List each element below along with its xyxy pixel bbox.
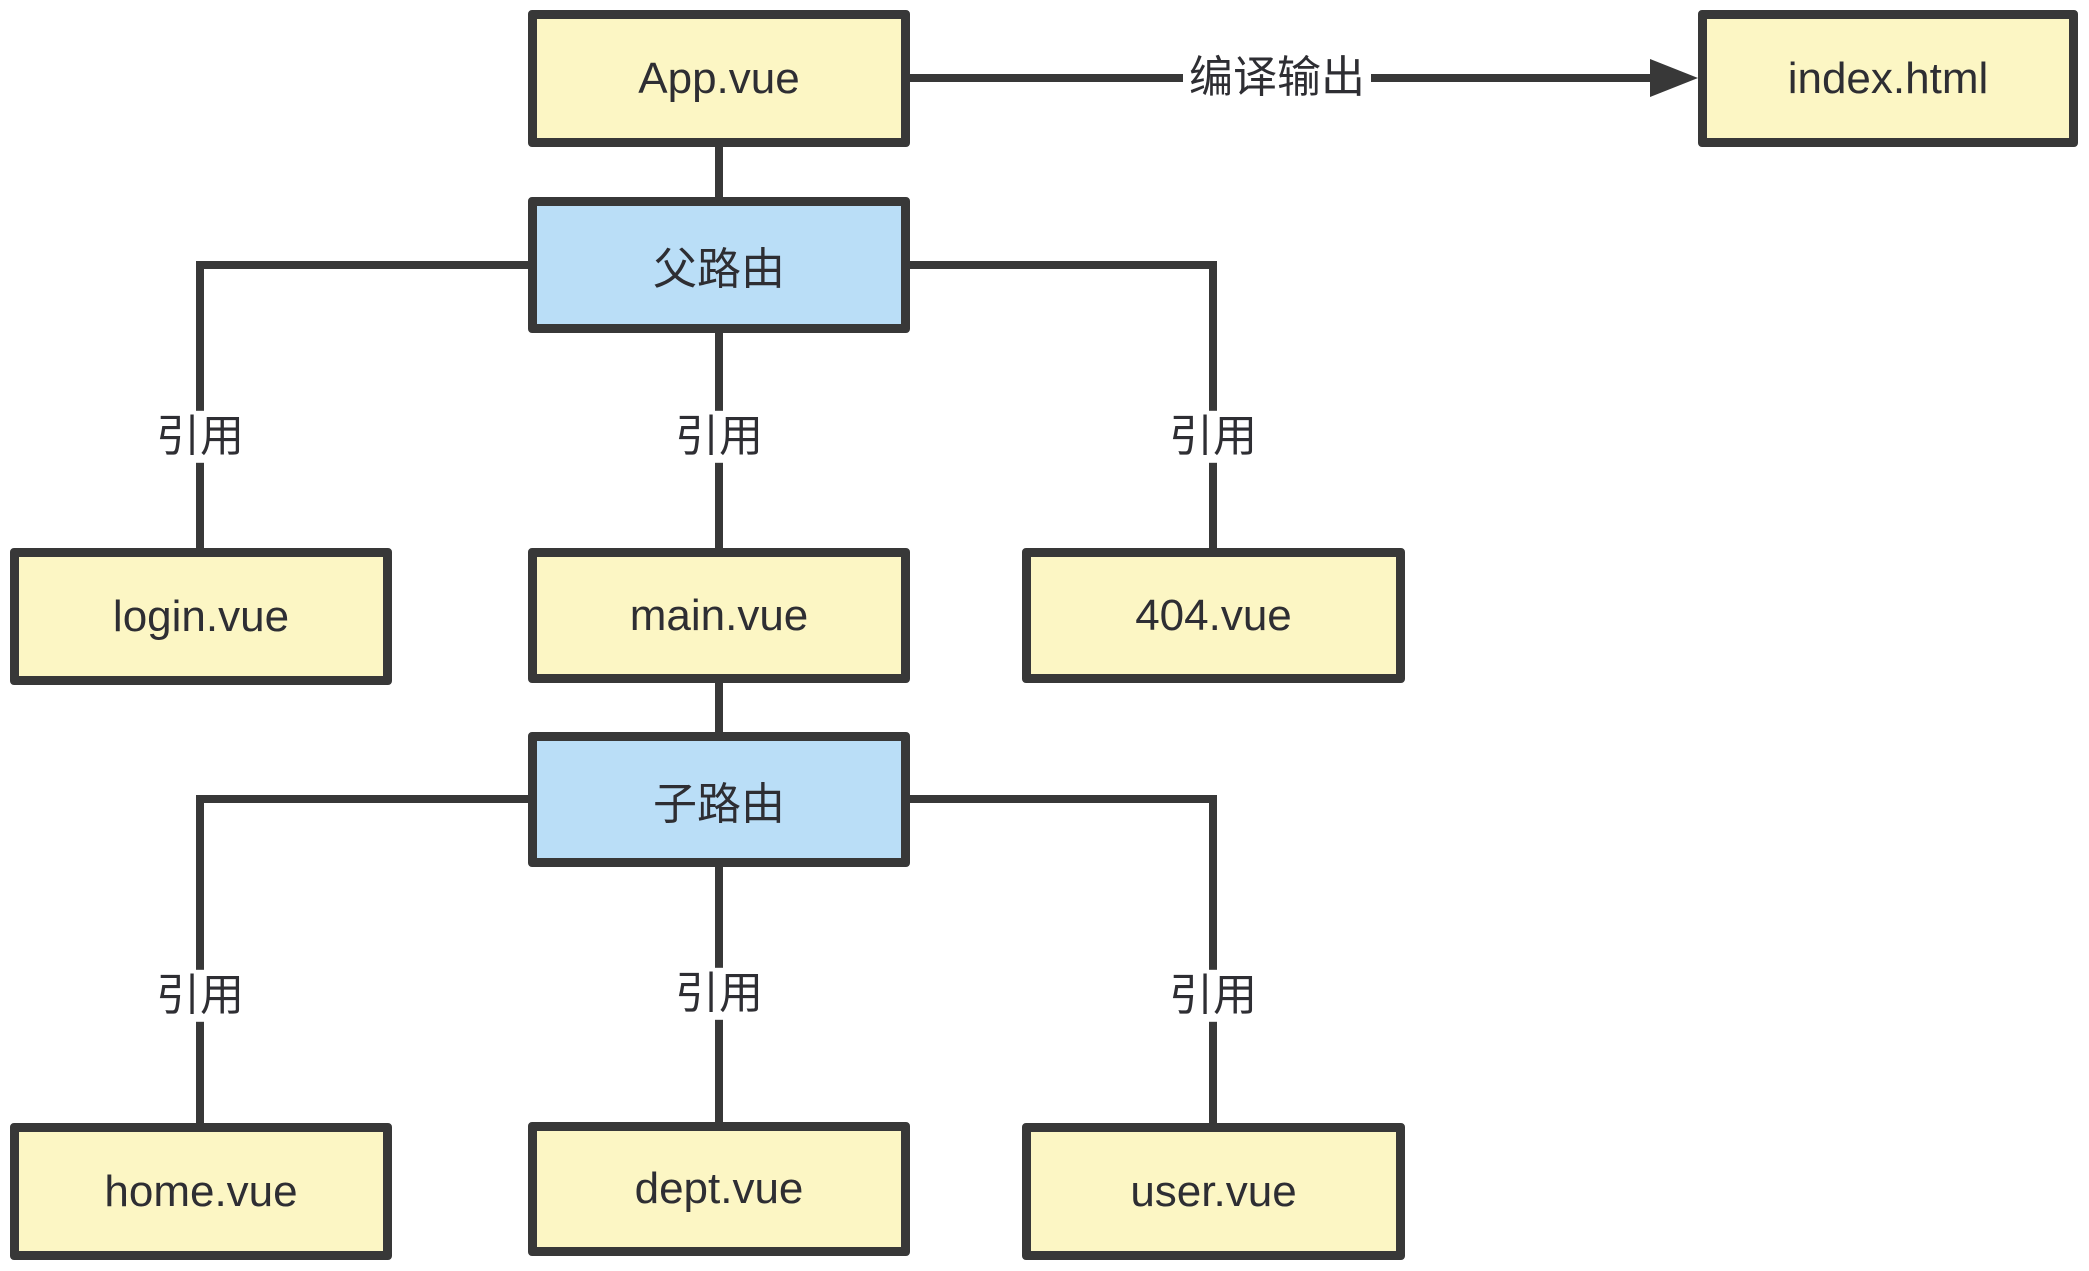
edge-parent-to-login-h — [196, 261, 528, 269]
node-login-vue-label: login.vue — [112, 591, 290, 641]
node-index-html: index.html — [1698, 10, 2078, 147]
edge-parent-to-404-v — [1209, 261, 1217, 548]
edge-parent-to-login-v — [196, 261, 204, 548]
edge-child-to-home-v — [196, 795, 204, 1123]
edge-child-to-home-h — [196, 795, 528, 803]
node-404-vue: 404.vue — [1022, 548, 1405, 683]
edge-app-to-parent-route — [715, 147, 723, 197]
node-user-vue-label: user.vue — [1130, 1166, 1297, 1216]
edge-label-ref-main: 引用 — [669, 410, 769, 464]
node-app-vue: App.vue — [528, 10, 910, 147]
arrowhead-icon — [1650, 59, 1698, 97]
edge-label-ref-user: 引用 — [1163, 969, 1263, 1023]
edge-main-to-child-route — [715, 683, 723, 732]
node-user-vue: user.vue — [1022, 1123, 1405, 1260]
node-home-vue: home.vue — [10, 1123, 392, 1260]
node-404-vue-label: 404.vue — [1135, 590, 1292, 640]
node-main-vue-label: main.vue — [629, 590, 809, 640]
node-dept-vue-label: dept.vue — [634, 1164, 804, 1213]
node-child-route: 子路由 — [528, 732, 910, 867]
node-main-vue: main.vue — [528, 548, 910, 683]
edge-label-ref-login: 引用 — [150, 410, 250, 464]
node-child-route-label: 子路由 — [653, 779, 785, 829]
edge-label-ref-home: 引用 — [150, 969, 250, 1023]
node-index-html-label: index.html — [1787, 53, 1989, 103]
edge-label-ref-404: 引用 — [1163, 410, 1263, 464]
edge-child-to-user-v — [1209, 795, 1217, 1123]
edge-parent-to-404-h — [910, 261, 1217, 269]
edge-label-ref-dept: 引用 — [669, 967, 769, 1021]
node-login-vue: login.vue — [10, 548, 392, 685]
edge-child-to-user-h — [910, 795, 1217, 803]
node-parent-route-label: 父路由 — [653, 245, 785, 294]
node-app-vue-label: App.vue — [638, 53, 800, 103]
edge-label-compile-output: 编译输出 — [1183, 51, 1371, 105]
node-parent-route: 父路由 — [528, 197, 910, 333]
node-home-vue-label: home.vue — [104, 1166, 298, 1216]
node-dept-vue: dept.vue — [528, 1122, 910, 1256]
